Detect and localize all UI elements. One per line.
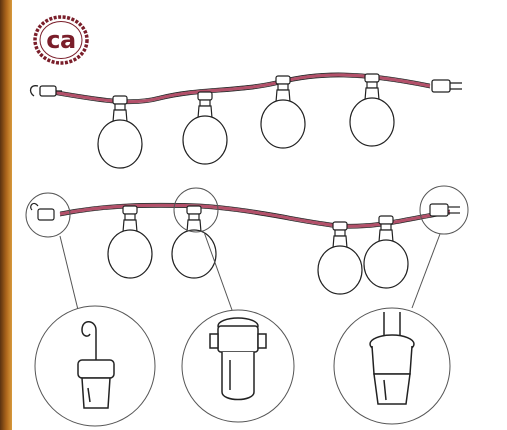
left-edge-strip: [0, 0, 12, 430]
bulb-icon: [349, 73, 395, 147]
bulb-icon: [107, 205, 153, 279]
detail-hook: [34, 305, 156, 427]
plug-icon: [369, 312, 415, 405]
bulb-icon: [182, 91, 228, 165]
bulb-icon: [317, 221, 363, 295]
bottom-string: [25, 185, 469, 319]
detail-socket: [181, 309, 295, 423]
logo-text: ca: [46, 26, 76, 54]
top-string: [29, 72, 462, 169]
plug-icon: [431, 79, 462, 93]
hook-icon: [29, 85, 62, 97]
logo-badge: [33, 15, 89, 65]
hook-icon: [77, 321, 115, 409]
socket-icon: [209, 317, 267, 401]
bulb-icon: [171, 205, 217, 279]
detail-plug: [333, 307, 451, 425]
bulb-icon: [97, 95, 143, 169]
